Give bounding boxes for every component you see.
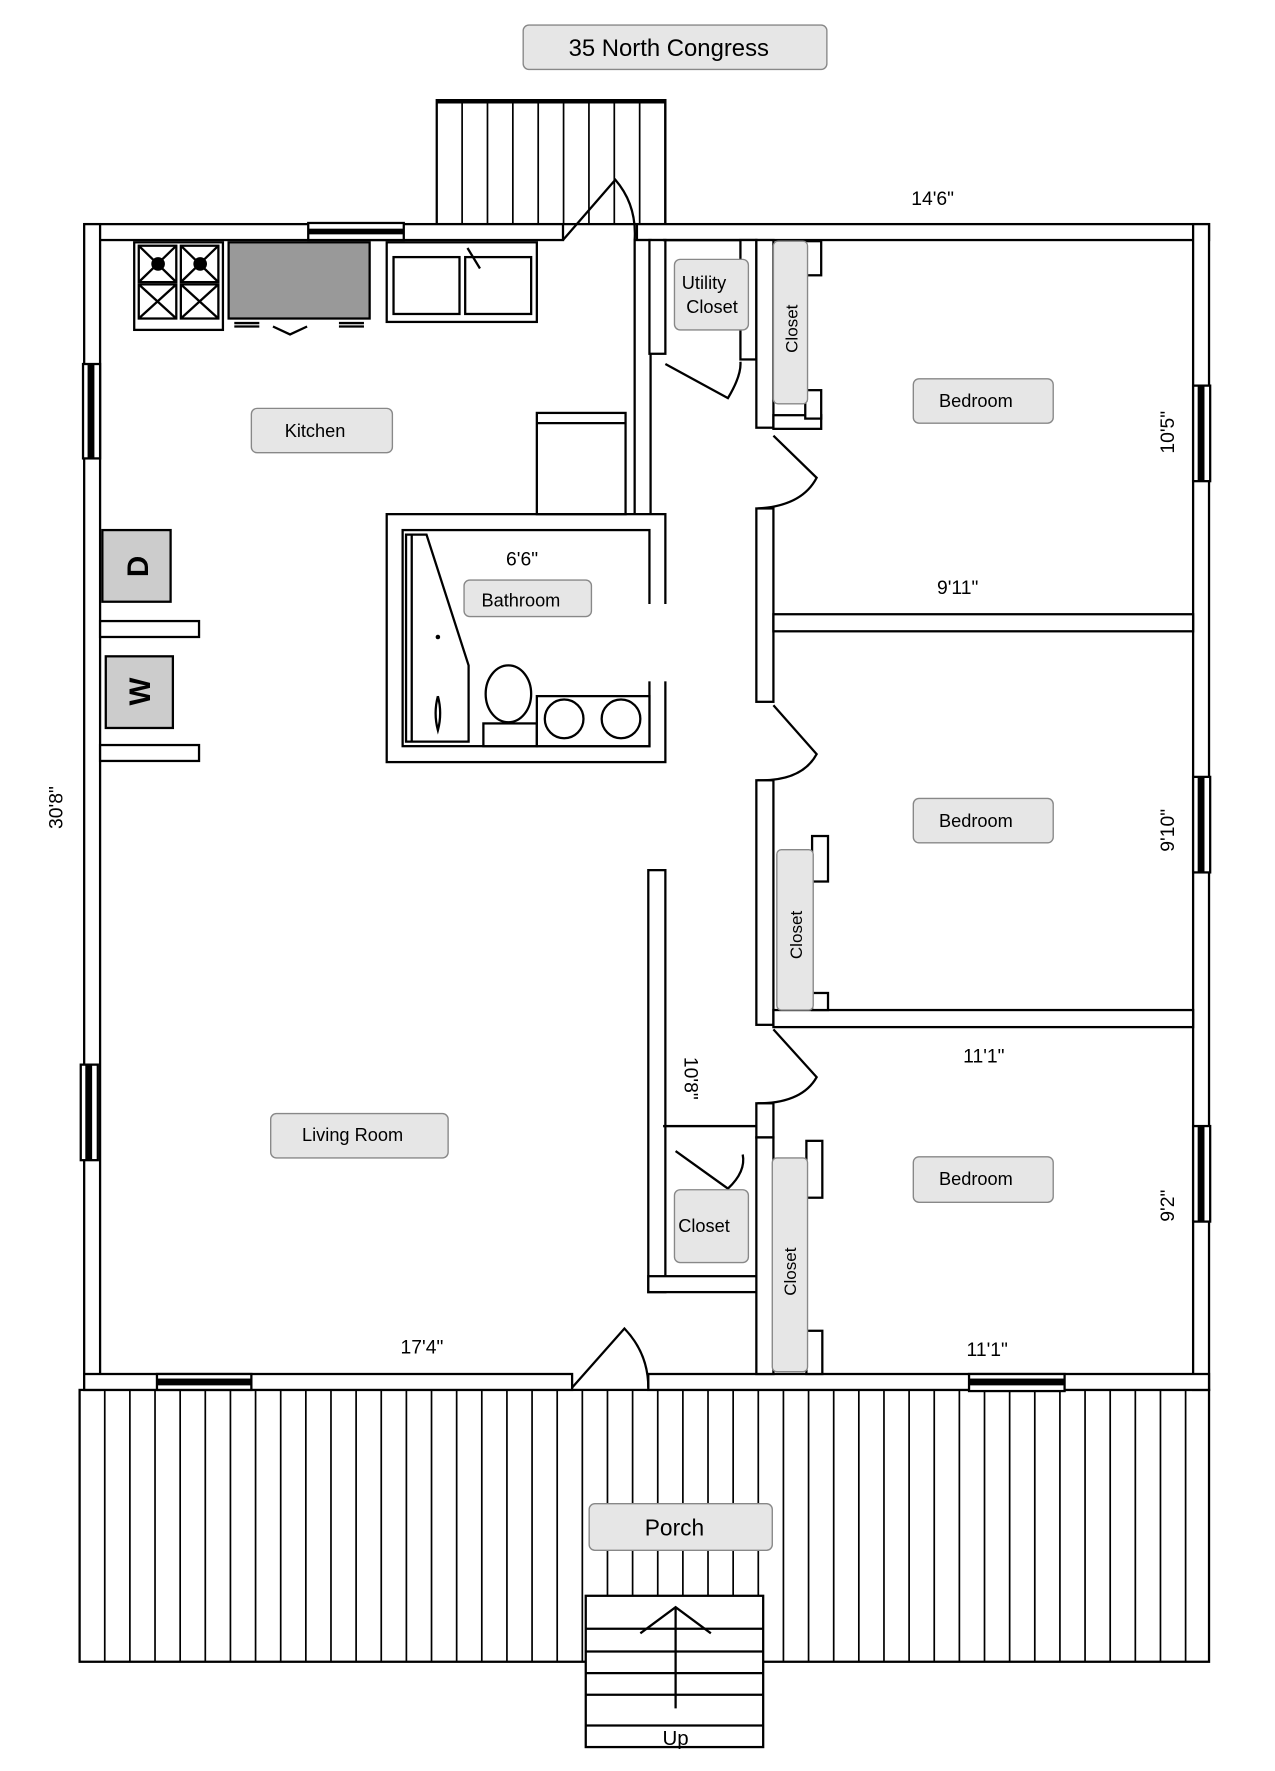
utility-closet: Utility Closet [673,258,750,331]
dim-9-2: 9'2" [1158,1190,1179,1222]
front-stairs: Up [584,1594,765,1750]
dryer: D [101,528,172,603]
closet-bedroom-1: Closet [772,240,809,405]
svg-text:Kitchen: Kitchen [285,421,346,441]
stove [133,241,225,332]
label-kitchen: Kitchen [250,407,394,454]
plan-title: 35 North Congress [569,35,769,62]
dim-17-4: 17'4" [401,1338,444,1359]
washer: W [104,655,175,730]
label-bedroom-3: Bedroom [912,1156,1054,1203]
dim-14-6: 14'6" [911,189,954,210]
shower [404,533,470,743]
svg-text:Bedroom: Bedroom [939,811,1013,831]
dim-9-11: 9'11" [937,578,979,599]
svg-text:Closet: Closet [787,911,806,960]
kitchen-sink [385,241,538,324]
back-stairs [435,99,667,226]
closet-hall: Closet [673,1189,750,1264]
svg-text:Utility: Utility [682,273,727,293]
svg-text:Bedroom: Bedroom [939,1169,1013,1189]
dimensions: 14'6" 30'8" 6'6" 10'5" 9'11" 9'10" 11'1"… [47,189,1179,1361]
svg-text:Closet: Closet [781,1247,800,1296]
toilet [482,664,538,748]
title-box: 35 North Congress [522,24,828,71]
closet-bedroom-2: Closet [776,848,814,1011]
svg-text:Closet: Closet [782,304,801,353]
windows [79,221,1212,1393]
dim-11-1-a: 11'1" [963,1046,1005,1067]
stairs-label: Up [663,1727,689,1750]
svg-text:Living Room: Living Room [302,1125,403,1145]
svg-text:Porch: Porch [645,1515,704,1541]
dim-10-5: 10'5" [1158,411,1179,454]
dim-11-1-b: 11'1" [967,1340,1009,1361]
label-bedroom-1: Bedroom [912,378,1054,424]
svg-text:Closet: Closet [678,1216,730,1236]
dim-30-8: 30'8" [47,786,68,829]
bathroom-vanity [535,694,651,748]
svg-text:Bedroom: Bedroom [939,391,1013,411]
dim-10-8: 10'8" [680,1057,701,1100]
svg-text:W: W [124,678,157,706]
refrigerator [227,241,371,336]
label-porch: Porch [588,1502,773,1551]
dim-6-6: 6'6" [506,549,538,570]
svg-text:D: D [122,556,155,577]
dim-9-10: 9'10" [1158,809,1179,852]
svg-text:Closet: Closet [686,297,738,317]
closet-bedroom-3: Closet [771,1157,809,1373]
label-bedroom-2: Bedroom [912,797,1054,844]
label-living-room: Living Room [270,1112,449,1159]
svg-text:Bathroom: Bathroom [481,590,560,610]
label-bathroom: Bathroom [463,579,593,618]
